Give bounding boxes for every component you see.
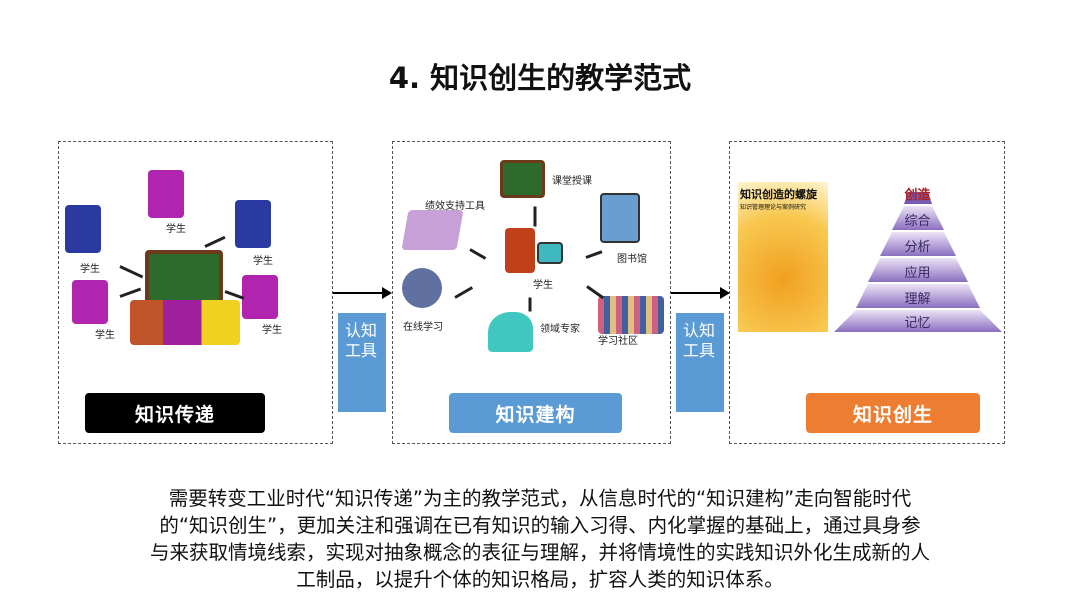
center-label: 学生 (533, 280, 553, 291)
pyramid-level (856, 284, 980, 308)
student-label: 学生 (253, 256, 273, 267)
pyramid-label: 记忆 (904, 316, 931, 331)
cognitive-tool-box: 认知工具 (338, 313, 386, 412)
pyramid-level (904, 192, 932, 204)
description-paragraph: 需要转变工业时代“知识传递”为主的教学范式，从信息时代的“知识建构”走向智能时代… (70, 485, 1010, 593)
panel-knowledge-construction (392, 141, 671, 444)
pyramid-label: 理解 (904, 292, 931, 307)
bloom-pyramid (834, 192, 1002, 332)
student-image (235, 200, 271, 248)
learning-community-image (598, 296, 664, 334)
paragraph-line: 需要转变工业时代“知识传递”为主的教学范式，从信息时代的“知识建构”走向智能时代 (168, 487, 912, 510)
book-subtitle: 知识管理理论与案例研究 (740, 204, 807, 211)
laptop-image (401, 210, 464, 250)
tool-label-line: 工具 (683, 341, 716, 360)
computer-icon (537, 242, 563, 264)
node-label: 图书馆 (617, 254, 647, 265)
teacher-blackboard-image (145, 250, 223, 305)
node-label: 在线学习 (403, 322, 443, 333)
paragraph-line: 工制品，以提升个体的知识格局，扩容人类的知识体系。 (296, 568, 784, 591)
expert-brain-image (488, 312, 533, 352)
slide-title: 4. 知识创生的教学范式 (388, 61, 692, 95)
book-cover-image: 知识创造的螺旋 知识管理理论与案例研究 (738, 182, 828, 332)
student-label: 学生 (166, 224, 186, 235)
tool-label: 认知工具 (345, 321, 378, 360)
pyramid-level (892, 206, 944, 230)
audience-image (130, 300, 240, 345)
pyramid-label: 分析 (904, 240, 931, 255)
student-label: 学生 (262, 325, 282, 336)
paragraph-line: 的“知识创生”，更加关注和强调在已有知识的输入习得、内化掌握的基础上，通过具身参 (159, 514, 921, 537)
pyramid-label: 创造 (904, 188, 931, 203)
student-computer-image (505, 228, 535, 273)
pyramid-label: 应用 (904, 266, 931, 281)
pyramid-level (834, 310, 1002, 332)
student-label: 学生 (95, 330, 115, 341)
student-image (65, 205, 101, 253)
classroom-image (500, 160, 545, 198)
pyramid-level (880, 232, 956, 256)
node-label: 领域专家 (540, 324, 580, 335)
book-title: 知识创造的螺旋 (740, 188, 817, 201)
node-label: 学习社区 (598, 336, 638, 347)
pyramid-label: 综合 (904, 214, 931, 229)
cognitive-tool-box: 认知工具 (676, 313, 724, 412)
label-knowledge-creation: 知识创生 (806, 393, 980, 433)
label-knowledge-construction: 知识建构 (449, 393, 622, 433)
online-network-image (402, 268, 442, 308)
panel-knowledge-creation (729, 141, 1005, 444)
paragraph-line: 与来获取情境线索，实现对抽象概念的表征与理解，并将情境性的实践知识外化生成新的人 (149, 541, 930, 564)
arrow (671, 287, 730, 299)
tool-label-line: 认知 (683, 321, 716, 340)
student-label: 学生 (80, 264, 100, 275)
library-book-image (600, 193, 640, 243)
connector-line (528, 297, 532, 312)
student-image (148, 170, 184, 218)
connector-line (533, 206, 537, 227)
student-image (242, 275, 278, 319)
arrow (333, 287, 392, 299)
node-label: 课堂授课 (552, 176, 592, 187)
label-knowledge-transfer: 知识传递 (85, 393, 265, 433)
pyramid-level (868, 258, 968, 282)
student-image (72, 280, 108, 324)
panel-knowledge-transfer (58, 141, 333, 444)
node-label: 绩效支持工具 (425, 201, 485, 212)
